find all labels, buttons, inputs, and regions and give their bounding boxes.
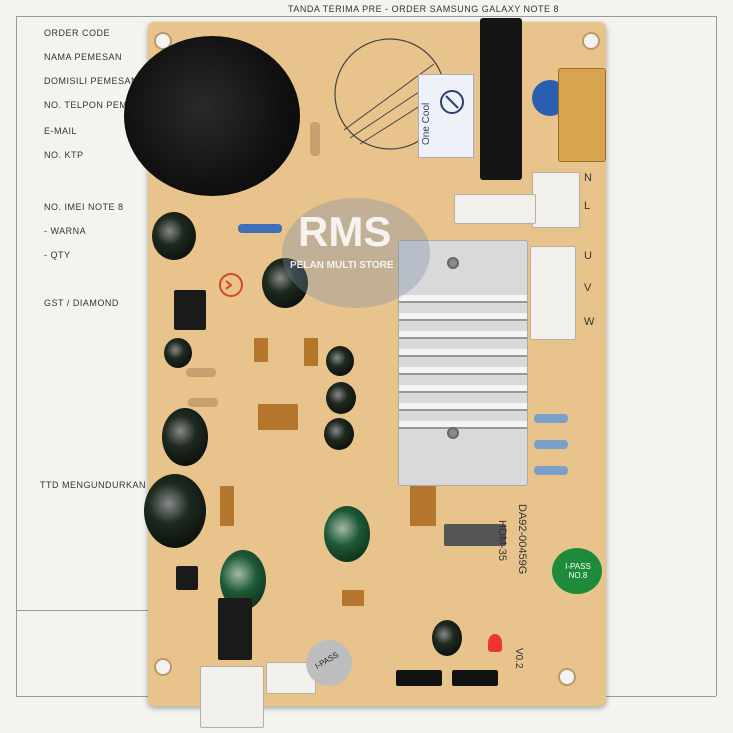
heatsink-fin	[399, 313, 527, 321]
pin-header	[396, 670, 442, 686]
green-electrolytic-capacitor	[324, 506, 370, 562]
large-electrolytic-capacitor	[124, 36, 300, 196]
connector-nl	[532, 172, 580, 228]
mounting-hole	[558, 668, 576, 686]
pin-header	[444, 524, 506, 546]
electrolytic-capacitor	[432, 620, 462, 656]
ic-chip	[174, 290, 206, 330]
brand-label-text: One Cool	[421, 102, 432, 145]
form-header: TANDA TERIMA PRE - ORDER SAMSUNG GALAXY …	[288, 4, 560, 14]
board-model: HDM-35	[496, 520, 508, 561]
grey-sticker-text: I-PASS	[313, 650, 341, 671]
form-line: - QTY	[44, 250, 71, 260]
form-line: NO. TELPON PEMESAN	[44, 100, 154, 110]
connector-label-n: N	[584, 172, 592, 184]
mounting-hole	[582, 32, 600, 50]
form-line: TTD MENGUNDURKAN DIRI	[40, 480, 169, 490]
ic-chip	[218, 598, 252, 660]
heatsink-fin	[399, 349, 527, 357]
smd-component	[342, 590, 364, 606]
form-rule	[16, 16, 17, 696]
store-watermark: RMS PELAN MULTI STORE	[282, 198, 430, 308]
form-rule	[16, 610, 156, 611]
transistor	[176, 566, 198, 590]
form-rule	[16, 16, 716, 17]
electrolytic-capacitor	[324, 418, 354, 450]
heatsink-fin	[399, 403, 527, 411]
electrolytic-capacitor	[262, 258, 308, 308]
electrolytic-capacitor	[152, 212, 196, 260]
mounting-hole	[154, 658, 172, 676]
brand-label: One Cool	[418, 74, 474, 158]
smd-component	[254, 338, 268, 362]
connector-white-block	[454, 194, 536, 224]
green-pass-sticker: I-PASS NO.8	[552, 548, 602, 594]
connector-label-w: W	[584, 316, 595, 328]
resistor-blue	[534, 414, 568, 423]
board-version: V0.2	[513, 648, 524, 669]
electrolytic-capacitor	[144, 474, 206, 548]
form-line: GST / DIAMOND	[44, 298, 119, 308]
heatsink-fin	[399, 367, 527, 375]
form-line: NAMA PEMESAN	[44, 52, 123, 62]
heatsink-fin	[399, 421, 527, 429]
watermark-tagline: PELAN MULTI STORE	[290, 260, 394, 271]
heatsink-screw	[447, 427, 459, 439]
resistor-tan	[310, 122, 320, 156]
red-logo-icon	[219, 273, 243, 297]
resistor-blue	[238, 224, 282, 233]
film-capacitor	[558, 68, 606, 162]
connector-uvw	[530, 246, 576, 340]
relay-component	[480, 18, 522, 180]
electrolytic-capacitor	[326, 382, 356, 414]
heatsink-fin	[399, 385, 527, 393]
smd-component	[258, 404, 298, 430]
connector-label-l: L	[584, 200, 591, 212]
electrolytic-capacitor	[326, 346, 354, 376]
red-led	[488, 634, 502, 652]
board-part-number: DA92-00459G	[516, 504, 528, 575]
electrolytic-capacitor	[162, 408, 208, 466]
resistor-tan	[186, 368, 216, 377]
resistor-blue	[534, 440, 568, 449]
resistor-blue	[534, 466, 568, 475]
fan-logo-icon	[440, 90, 464, 114]
watermark-logo: RMS	[298, 208, 392, 255]
form-line: - WARNA	[44, 226, 87, 236]
smd-component	[220, 486, 234, 526]
form-line: DOMISILI PEMESAN	[44, 76, 139, 86]
pin-header	[452, 670, 498, 686]
form-rule	[716, 16, 717, 696]
connector-label-u: U	[584, 250, 592, 262]
form-line: ORDER CODE	[44, 28, 111, 38]
resistor-tan	[188, 398, 218, 407]
heatsink-fin	[399, 331, 527, 339]
green-sticker-text: I-PASS NO.8	[565, 562, 591, 580]
form-line: NO. IMEI NOTE 8	[44, 202, 124, 212]
heatsink	[398, 240, 528, 486]
form-line: NO. KTP	[44, 150, 84, 160]
heatsink-fin	[399, 295, 527, 303]
connector-label-v: V	[584, 282, 592, 294]
grey-pass-sticker: I-PASS	[306, 640, 352, 686]
form-line: E-MAIL	[44, 126, 78, 136]
smd-component	[304, 338, 318, 366]
heatsink-screw	[447, 257, 459, 269]
electrolytic-capacitor	[164, 338, 192, 368]
connector-bottom	[200, 666, 264, 728]
smd-component	[410, 486, 436, 526]
